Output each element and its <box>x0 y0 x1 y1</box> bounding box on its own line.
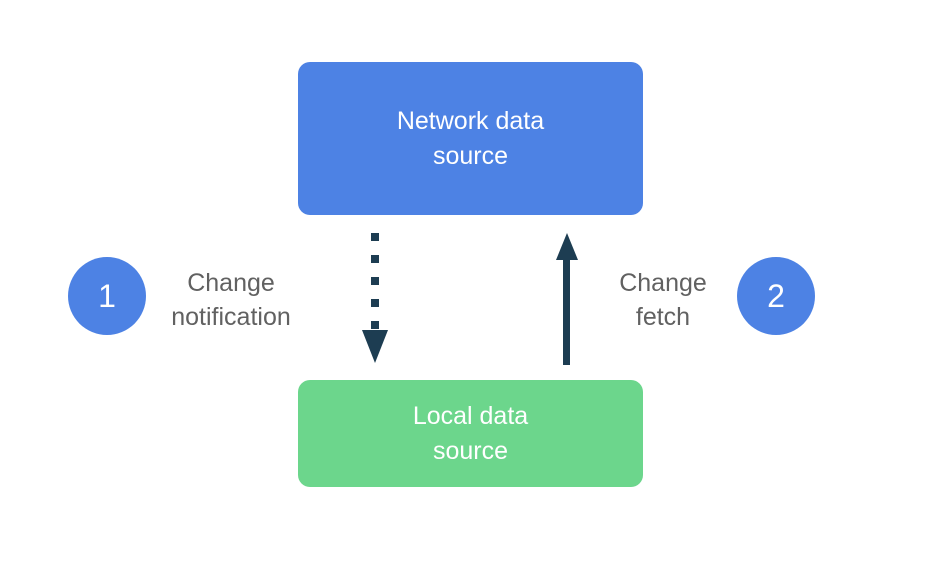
network-data-source-box: Network data source <box>298 62 643 215</box>
local-data-source-label: Local data source <box>412 401 529 465</box>
arrowhead-up-icon <box>556 233 578 260</box>
change-notification-arrow-line <box>371 233 379 329</box>
change-fetch-arrow-line <box>563 258 570 365</box>
local-data-source-box: Local data source <box>298 380 643 487</box>
change-fetch-label: Change fetch <box>619 269 707 331</box>
step-1-badge: 1 <box>68 257 146 335</box>
change-notification-label: Change notification <box>171 269 291 331</box>
network-data-source-label: Network data source <box>396 106 545 170</box>
step-1-number: 1 <box>98 277 116 314</box>
step-2-number: 2 <box>767 277 785 314</box>
step-2-badge: 2 <box>737 257 815 335</box>
arrowhead-down-icon <box>362 330 388 363</box>
